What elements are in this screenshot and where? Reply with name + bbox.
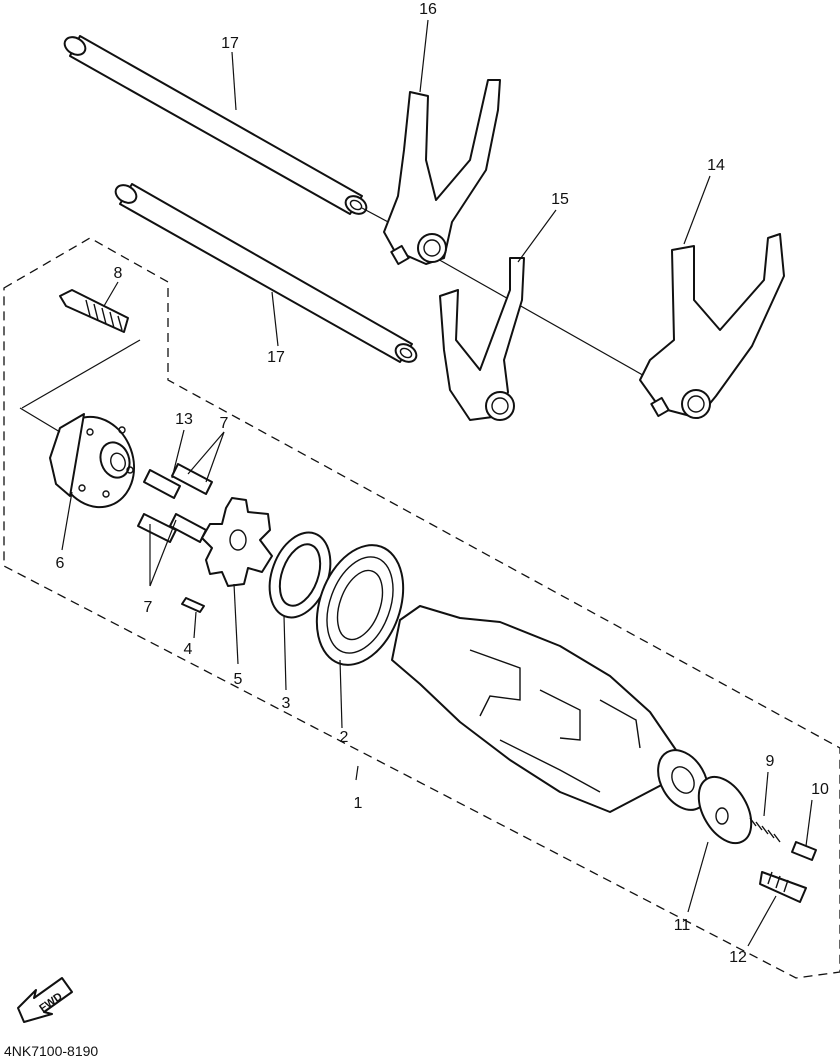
callout-17-upper: 17 — [221, 35, 239, 52]
screw-12 — [759, 871, 807, 903]
callout-7-lower: 7 — [144, 599, 153, 616]
callout-14: 14 — [707, 157, 725, 174]
callout-13: 13 — [175, 411, 193, 428]
callout-11: 11 — [674, 917, 691, 934]
callout-16: 16 — [419, 1, 437, 18]
pin-4 — [181, 597, 205, 613]
spring-9 — [749, 817, 781, 843]
callout-6: 6 — [56, 555, 65, 572]
callout-4: 4 — [184, 641, 193, 658]
plate-11 — [697, 775, 753, 845]
callout-5: 5 — [234, 671, 243, 688]
callout-12: 12 — [729, 949, 747, 966]
bearing-2 — [315, 544, 405, 666]
washer-3 — [268, 531, 332, 619]
dowel-pins — [137, 463, 213, 543]
callout-15: 15 — [551, 191, 569, 208]
shift-fork-14 — [639, 233, 785, 419]
shift-fork-guide-bar-lower — [114, 183, 418, 363]
callout-1: 1 — [354, 795, 363, 812]
callout-9: 9 — [766, 753, 775, 770]
shift-drum-segment-6 — [49, 413, 136, 509]
callout-17-lower: 17 — [267, 349, 285, 366]
screw-8 — [59, 289, 129, 333]
callout-3: 3 — [282, 695, 291, 712]
callout-2: 2 — [340, 729, 349, 746]
callout-7-upper: 7 — [220, 415, 229, 432]
pin-10 — [791, 841, 817, 861]
callout-8: 8 — [114, 265, 123, 282]
forward-direction-arrow-icon: FWD — [17, 977, 73, 1023]
shift-drum-1 — [391, 605, 709, 813]
shift-fork-guide-bar-upper — [63, 35, 368, 215]
shift-fork-16 — [383, 79, 501, 266]
segment-5 — [201, 497, 273, 587]
leader-lines — [61, 19, 813, 947]
shift-fork-15 — [439, 257, 525, 421]
callout-10: 10 — [811, 781, 829, 798]
diagram-code: 4NK7100-8190 — [4, 1043, 98, 1059]
